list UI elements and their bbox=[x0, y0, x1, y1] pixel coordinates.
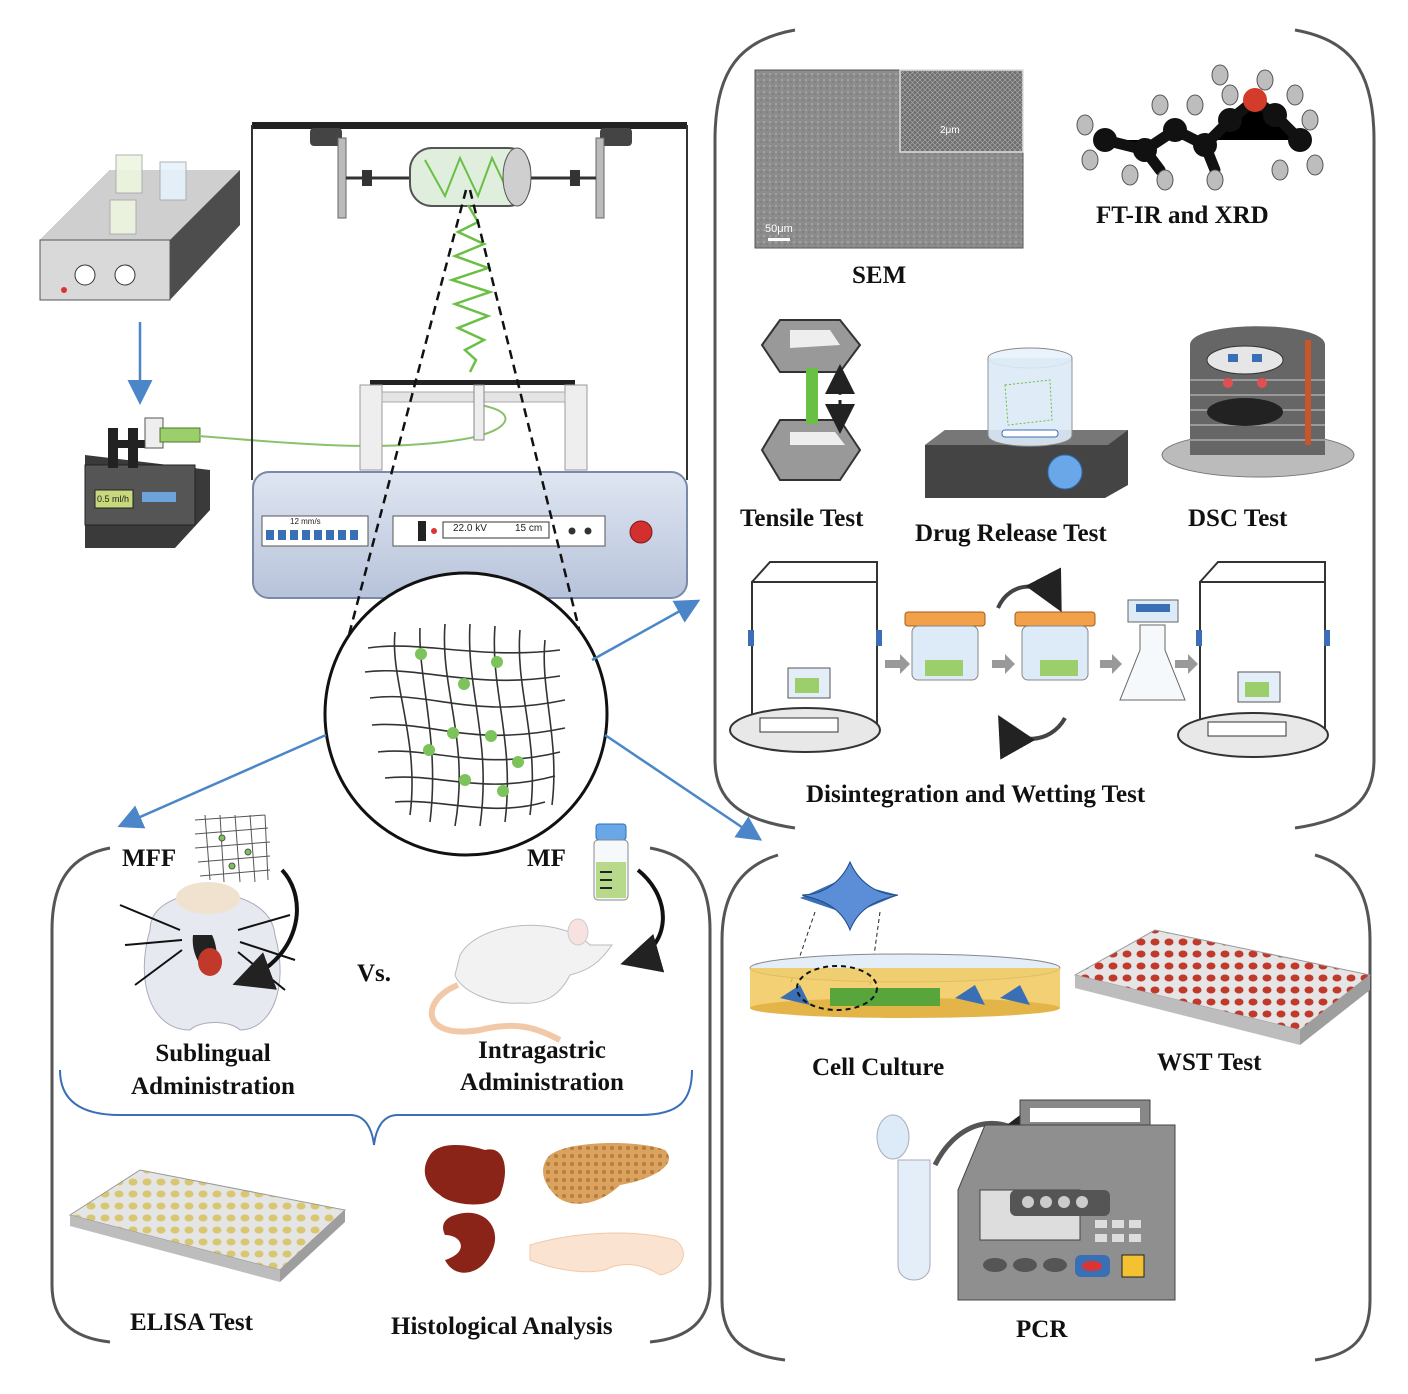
sem-image bbox=[754, 69, 1024, 249]
sem-scale-small: 2μm bbox=[940, 125, 960, 136]
rat-sublingual bbox=[119, 882, 296, 1031]
dsc-instrument bbox=[1161, 326, 1355, 478]
feed-tube bbox=[197, 404, 507, 447]
syringe-pump bbox=[84, 417, 210, 548]
mf-vial bbox=[593, 823, 629, 901]
cell-culture-dish bbox=[749, 860, 1061, 1018]
drug-release-test-label: Drug Release Test bbox=[915, 520, 1107, 547]
sublingual-label-1: Sublingual bbox=[155, 1040, 271, 1067]
molecule-model bbox=[1076, 64, 1324, 191]
histological-analysis-label: Histological Analysis bbox=[391, 1313, 613, 1340]
mf-label: MF bbox=[527, 845, 566, 872]
elisa-test-label: ELISA Test bbox=[130, 1309, 253, 1336]
wst-plate bbox=[1073, 929, 1372, 1045]
arrow-to-in-vivo bbox=[117, 733, 327, 829]
cycle-arrow-top bbox=[996, 567, 1062, 613]
high-voltage-supply bbox=[252, 471, 688, 599]
mff-to-rat-arrow bbox=[232, 868, 299, 990]
characterization-bracket bbox=[713, 28, 1376, 830]
mf-to-rat-arrow bbox=[620, 868, 665, 973]
fiber-mesh-zoom bbox=[323, 571, 609, 857]
cycle-arrow-bottom bbox=[998, 715, 1067, 760]
sublingual-label-2: Administration bbox=[131, 1073, 295, 1100]
sem-scale-large: 50μm bbox=[765, 223, 793, 235]
tensile-tester bbox=[760, 319, 862, 481]
spinneret-stand bbox=[359, 380, 588, 471]
tensile-test-label: Tensile Test bbox=[740, 505, 864, 532]
organs bbox=[424, 1143, 684, 1276]
sem-label: SEM bbox=[852, 262, 907, 289]
mff-label: MFF bbox=[122, 845, 177, 872]
ftir-xrd-label: FT-IR and XRD bbox=[1096, 202, 1269, 229]
in-vivo-curly-brace bbox=[59, 1069, 693, 1146]
balance-right bbox=[1177, 561, 1330, 758]
pcr-label: PCR bbox=[1016, 1316, 1068, 1343]
arrow-to-characterization bbox=[591, 599, 701, 662]
dsc-test-label: DSC Test bbox=[1188, 505, 1288, 532]
intragastric-label-2: Administration bbox=[460, 1069, 624, 1096]
cell-culture-label: Cell Culture bbox=[812, 1054, 945, 1081]
zoom-line-left bbox=[339, 189, 468, 666]
mff-film-icon bbox=[194, 814, 271, 883]
vs-label: Vs. bbox=[357, 960, 392, 987]
zoom-line-right bbox=[468, 189, 590, 666]
in-vivo-bracket bbox=[50, 846, 712, 1344]
flow-arrows bbox=[885, 654, 1198, 674]
balance-left bbox=[729, 561, 882, 753]
elisa-plate bbox=[68, 1169, 347, 1282]
petri-jar-2 bbox=[1014, 611, 1096, 681]
pcr-machine bbox=[957, 1099, 1176, 1301]
rat-intragastric bbox=[428, 918, 613, 1043]
petri-jar-1 bbox=[904, 611, 986, 681]
panel-rate-display: 12 mm/s bbox=[290, 517, 321, 526]
intragastric-label-1: Intragastric bbox=[478, 1037, 606, 1064]
in-vitro-bracket bbox=[720, 853, 1372, 1362]
pcr-tube bbox=[876, 1114, 931, 1281]
drug-release-apparatus bbox=[925, 347, 1128, 498]
pump-display: 0.5 ml/h bbox=[97, 494, 130, 504]
filter-flask bbox=[1119, 599, 1186, 701]
magnetic-stirrer bbox=[39, 154, 240, 301]
fiber-jet bbox=[447, 204, 494, 373]
distance-display: 15 cm bbox=[515, 523, 543, 534]
disintegration-wetting-label: Disintegration and Wetting Test bbox=[806, 781, 1146, 808]
electrospinning-chamber bbox=[251, 122, 688, 480]
arrow-to-in-vitro bbox=[604, 733, 763, 841]
wst-test-label: WST Test bbox=[1157, 1049, 1262, 1076]
speed-display: 22.0 kV bbox=[453, 523, 487, 534]
